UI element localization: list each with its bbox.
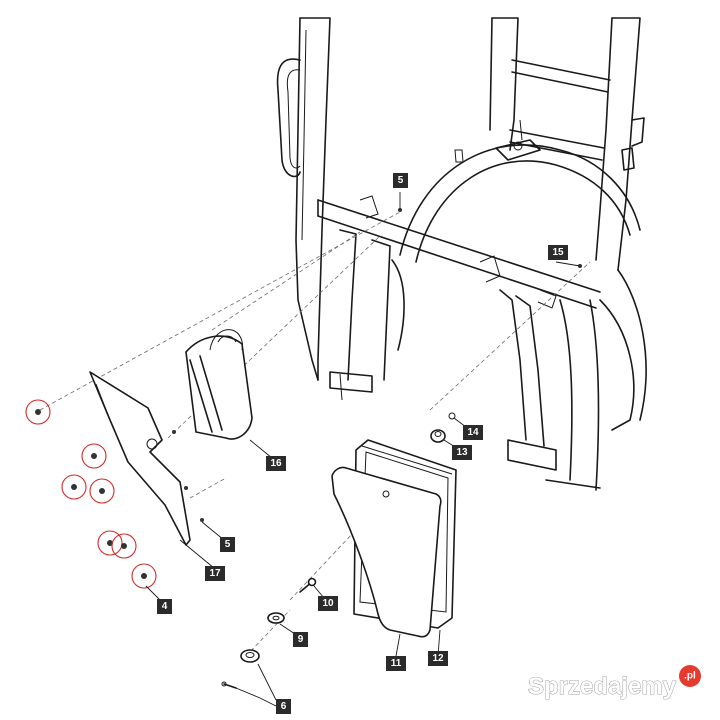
callout-13-label: 13 <box>456 447 468 458</box>
callout-11-label: 11 <box>391 658 402 669</box>
callout-16: 16 <box>266 456 286 471</box>
callout-9-label: 9 <box>298 634 304 645</box>
callout-9: 9 <box>293 632 308 647</box>
nut-part-13 <box>430 429 446 443</box>
watermark-badge-text: .pl <box>684 671 696 682</box>
callout-5-bottom-label: 5 <box>225 539 231 550</box>
grommet-part-6 <box>221 649 260 689</box>
callout-4-label: 4 <box>162 601 168 612</box>
cover-panel-part-11 <box>331 466 442 638</box>
watermark-badge-icon <box>679 665 701 687</box>
chassis-frame <box>276 17 647 491</box>
callout-5-bottom: 5 <box>220 537 235 552</box>
housing-part-16 <box>185 329 253 440</box>
callout-17: 17 <box>205 566 225 581</box>
callout-10: 10 <box>318 596 338 611</box>
bolt-group-4 <box>25 399 157 589</box>
side-plate-part-17 <box>89 371 191 546</box>
screw-part-10 <box>299 577 317 593</box>
callout-12-label: 12 <box>432 653 444 664</box>
callout-15-label: 15 <box>552 247 564 258</box>
washer-part-9 <box>267 612 285 624</box>
callout-12: 12 <box>428 651 448 666</box>
callout-11: 11 <box>386 656 406 671</box>
fastener-parts <box>25 208 582 689</box>
callout-5-top-label: 5 <box>398 175 404 186</box>
callout-15: 15 <box>548 245 568 260</box>
callout-10-label: 10 <box>322 598 334 609</box>
callout-4: 4 <box>157 599 172 614</box>
washer-part-14 <box>448 412 456 420</box>
callout-6-label: 6 <box>281 701 287 712</box>
callout-13: 13 <box>452 445 472 460</box>
callout-14: 14 <box>463 425 483 440</box>
callout-16-label: 16 <box>270 458 282 469</box>
callout-5-top: 5 <box>393 173 408 188</box>
callout-17-label: 17 <box>209 568 221 579</box>
callout-14-label: 14 <box>467 427 479 438</box>
watermark-text: Sprzedajemy <box>528 673 677 700</box>
callout-6: 6 <box>276 699 291 714</box>
watermark: Sprzedajemy .pl <box>528 665 701 700</box>
